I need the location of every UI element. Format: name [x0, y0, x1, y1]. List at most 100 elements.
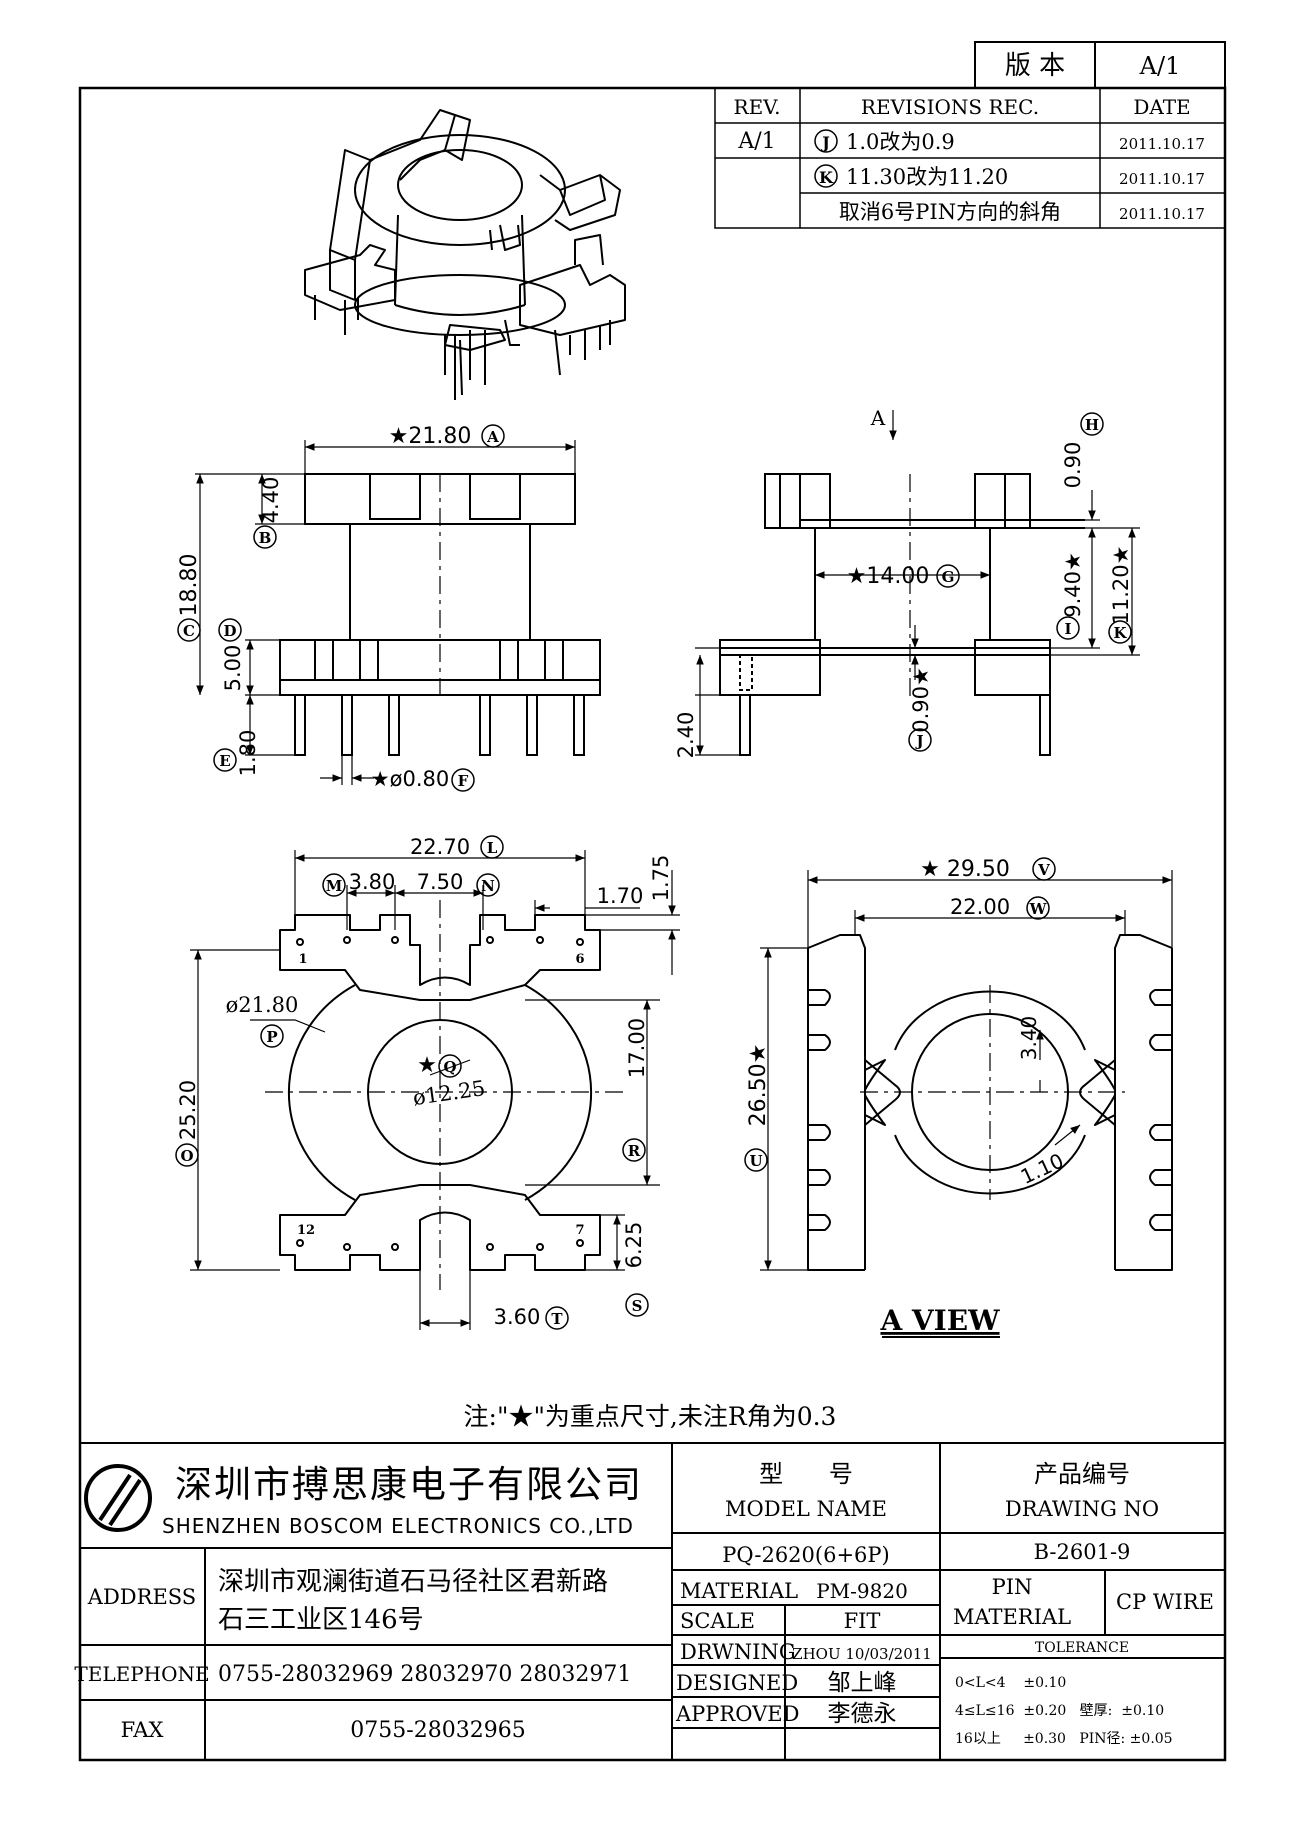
bubble-f-label: F — [458, 772, 469, 790]
approved-value: 李德永 — [828, 1701, 897, 1727]
drawn-by-label: DRWNING — [680, 1640, 796, 1664]
bubble-r-label: R — [628, 1142, 641, 1160]
front-view-dimensions — [195, 440, 576, 785]
dim-n-text: 7.50 — [417, 870, 464, 894]
rev-mark-j: J — [820, 133, 830, 152]
dim-side-extra-text: 2.40 — [674, 712, 698, 759]
bubble-w-label: W — [1029, 900, 1048, 918]
bubble-c — [177, 618, 201, 642]
dim-h-text: 0.90 — [1061, 442, 1085, 489]
pin-hole — [576, 1239, 584, 1247]
bubble-b-label: B — [259, 529, 272, 547]
bubble-c-label: C — [183, 622, 195, 640]
rev-bubble-k — [814, 164, 838, 188]
tolerance-row-3: 16以上 ±0.30 PIN径: ±0.05 — [955, 1731, 1173, 1747]
side-view — [719, 473, 1085, 756]
drawing-note: 注:"★"为重点尺寸,未注R角为0.3 — [464, 1402, 837, 1431]
model-label-en: MODEL NAME — [725, 1497, 887, 1521]
a-view-title: A VIEW — [879, 1304, 1000, 1337]
bubble-h-label: H — [1085, 416, 1099, 434]
bubble-t-label: T — [551, 1310, 563, 1328]
bubble-n — [476, 873, 500, 897]
rev-text-1: 1.0改为0.9 — [846, 130, 955, 154]
dim-c-text: 18.80 — [177, 554, 202, 617]
bubble-m-label: M — [326, 877, 343, 895]
telephone-value: 0755-28032969 28032970 28032971 — [218, 1662, 631, 1687]
bubble-g-label: G — [942, 568, 955, 586]
front-view — [279, 473, 601, 700]
bubble-o-label: O — [180, 1147, 193, 1165]
dim-e-text: 1.80 — [236, 730, 260, 777]
a-view-centerlines — [860, 985, 1125, 1200]
front-view-pins — [294, 694, 585, 756]
bubble-i — [1056, 616, 1080, 640]
fax-value: 0755-28032965 — [350, 1718, 525, 1743]
rev-date-3: 2011.10.17 — [1119, 205, 1205, 223]
drawing-value: B-2601-9 — [1034, 1540, 1131, 1564]
bubble-s — [625, 1293, 649, 1317]
approved-label: APPROVED — [675, 1702, 799, 1726]
revision-table — [714, 87, 1226, 229]
rev-date-1: 2011.10.17 — [1119, 135, 1205, 153]
bubble-a — [481, 424, 505, 448]
bubble-m — [322, 873, 346, 897]
dim-m-text: 3.80 — [349, 870, 396, 894]
bubble-r — [622, 1138, 646, 1162]
pin-label-7: 7 — [575, 1223, 584, 1238]
pin-label-12: 12 — [297, 1223, 315, 1238]
bubble-w — [1026, 896, 1050, 920]
bubble-q-label: Q — [443, 1058, 456, 1076]
rev-value: A/1 — [737, 129, 775, 154]
model-label-cn: 型 号 — [759, 1460, 853, 1488]
tolerance-title: TOLERANCE — [1035, 1640, 1129, 1656]
dim-t-text: 3.60 — [494, 1305, 541, 1329]
dim-a-text: ★21.80 — [389, 424, 472, 449]
dim-q-text: ø12.25 — [411, 1076, 486, 1110]
company-logo — [84, 1464, 152, 1532]
version-label: 版 本 — [1005, 51, 1065, 81]
bubble-l-label: L — [487, 839, 498, 857]
pin-hole — [296, 938, 304, 946]
address-line2: 石三工业区146号 — [218, 1605, 424, 1635]
bubble-k — [1108, 620, 1132, 644]
rev-row-2: K 11.30改为11.20 2011.10.17 — [814, 164, 1205, 189]
dim-d-text: 5.00 — [221, 645, 245, 692]
bubble-j — [908, 728, 932, 752]
a-view-dimensions — [760, 870, 1173, 1271]
scale-value: FIT — [844, 1609, 881, 1633]
pin-label-6: 6 — [575, 952, 584, 967]
designed-label: DESIGNED — [676, 1671, 798, 1695]
bubble-k-label: K — [1113, 624, 1127, 642]
dim-o-text: 25.20 — [176, 1080, 200, 1140]
bubble-s-label: S — [632, 1297, 643, 1315]
bubble-u-label: U — [749, 1152, 762, 1170]
bubble-q — [438, 1054, 462, 1078]
isometric-view — [304, 109, 626, 400]
bottom-view-dimensions — [190, 850, 680, 1330]
drawn-by-value: ZHOU 10/03/2011 — [792, 1645, 932, 1663]
dim-v-text: ★ 29.50 — [920, 857, 1010, 882]
dim-f-text: ★ø0.80 — [371, 767, 449, 791]
date-header: DATE — [1133, 95, 1190, 119]
bubble-o — [175, 1143, 199, 1167]
pin-hole — [296, 1239, 304, 1247]
sheet-border — [78, 86, 1227, 1762]
bubble-i-label: I — [1064, 620, 1071, 638]
dim-l-text: 22.70 — [410, 835, 470, 859]
bubble-e — [213, 748, 237, 772]
side-view-dimensions — [695, 410, 1140, 756]
star-q: ★ — [417, 1053, 437, 1078]
company-name-cn: 深圳市搏思康电子有限公司 — [175, 1463, 643, 1506]
dim-s-text: 6.25 — [622, 1222, 646, 1269]
pin-material-label-2: MATERIAL — [953, 1605, 1071, 1629]
revisions-header: REVISIONS REC. — [861, 95, 1039, 119]
tolerance-row-1: 0<L<4 ±0.10 — [955, 1675, 1066, 1691]
pin-label-1: 1 — [298, 952, 307, 967]
company-name-en: SHENZHEN BOSCOM ELECTRONICS CO.,LTD — [162, 1514, 634, 1538]
designed-value: 邹上峰 — [828, 1670, 897, 1696]
rev-row-1: J 1.0改为0.9 2011.10.17 — [814, 129, 1205, 154]
dim-g-text: ★14.00 — [847, 564, 930, 589]
address-line1: 深圳市观澜街道石马径社区君新路 — [218, 1567, 608, 1597]
dim-lead1-text: 1.70 — [597, 884, 644, 908]
